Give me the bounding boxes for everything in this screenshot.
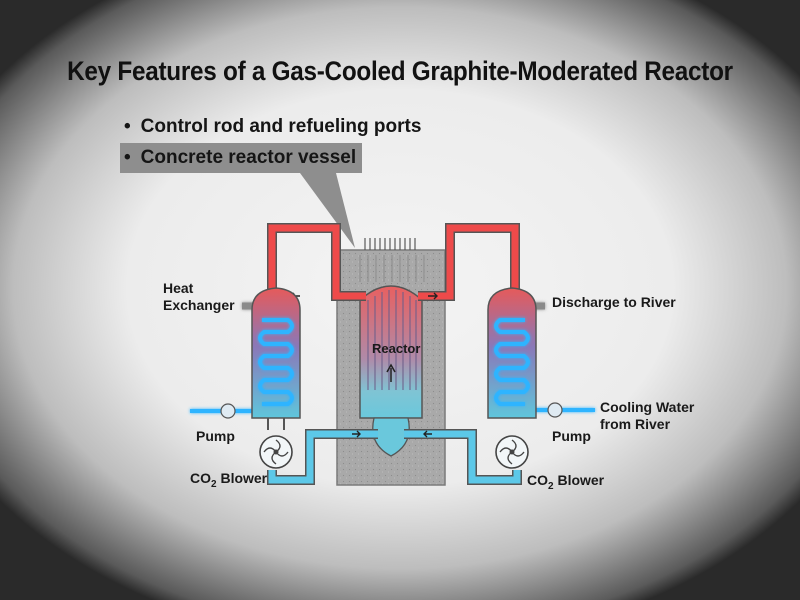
flow-arrow-icon [386,363,396,382]
bullet-highlight-box [120,143,362,173]
label-blower-text: Blower [553,472,605,488]
bullet-item-concrete-vessel: • Concrete reactor vessel [124,147,356,169]
label-blower-text: Blower [216,470,268,486]
label-co2-blower-right: CO2 Blower [527,472,604,495]
label-co2-subscript: 2 [548,480,554,492]
bullet-dot-icon: • [124,116,131,137]
bullet-text: Concrete reactor vessel [140,147,357,168]
label-discharge-to-river: Discharge to River [552,294,676,310]
cool-gas-flow [268,430,521,484]
label-co2-text: CO [190,470,211,486]
heat-exchanger-left [251,287,301,430]
label-heat-exchanger: Heat Exchanger [163,280,235,314]
bullet-text: Control rod and refueling ports [140,116,422,137]
bullet-item-control-rods: • Control rod and refueling ports [124,116,421,138]
label-cooling-water-line1: Cooling Water [600,399,695,415]
label-heat-exchanger-line1: Heat [163,280,194,296]
label-co2-subscript: 2 [211,478,217,490]
blower-fan-icon [259,435,293,469]
label-pump-left: Pump [196,428,235,444]
vessel-top-grid [359,255,425,282]
control-rod-ports [364,238,416,250]
label-cooling-water: Cooling Water from River [600,399,694,433]
label-pump-right: Pump [552,428,591,444]
pump-icon [220,403,236,419]
label-co2-text: CO [527,472,548,488]
pump-icon [547,402,563,418]
label-heat-exchanger-line2: Exchanger [163,297,235,313]
callout-pointer [300,173,355,248]
heat-exchanger-coil [494,318,530,406]
heat-exchanger-right [487,287,537,419]
hot-gas-flow [268,224,519,300]
bullet-dot-icon: • [124,147,131,168]
label-reactor: Reactor [372,341,421,356]
label-co2-blower-left: CO2 Blower [190,470,267,493]
page-title: Key Features of a Gas-Cooled Graphite-Mo… [67,56,733,86]
blower-fan-icon [495,435,529,469]
graphite-channels [367,290,417,390]
label-cooling-water-line2: from River [600,416,671,432]
heat-exchanger-coil [258,318,294,406]
